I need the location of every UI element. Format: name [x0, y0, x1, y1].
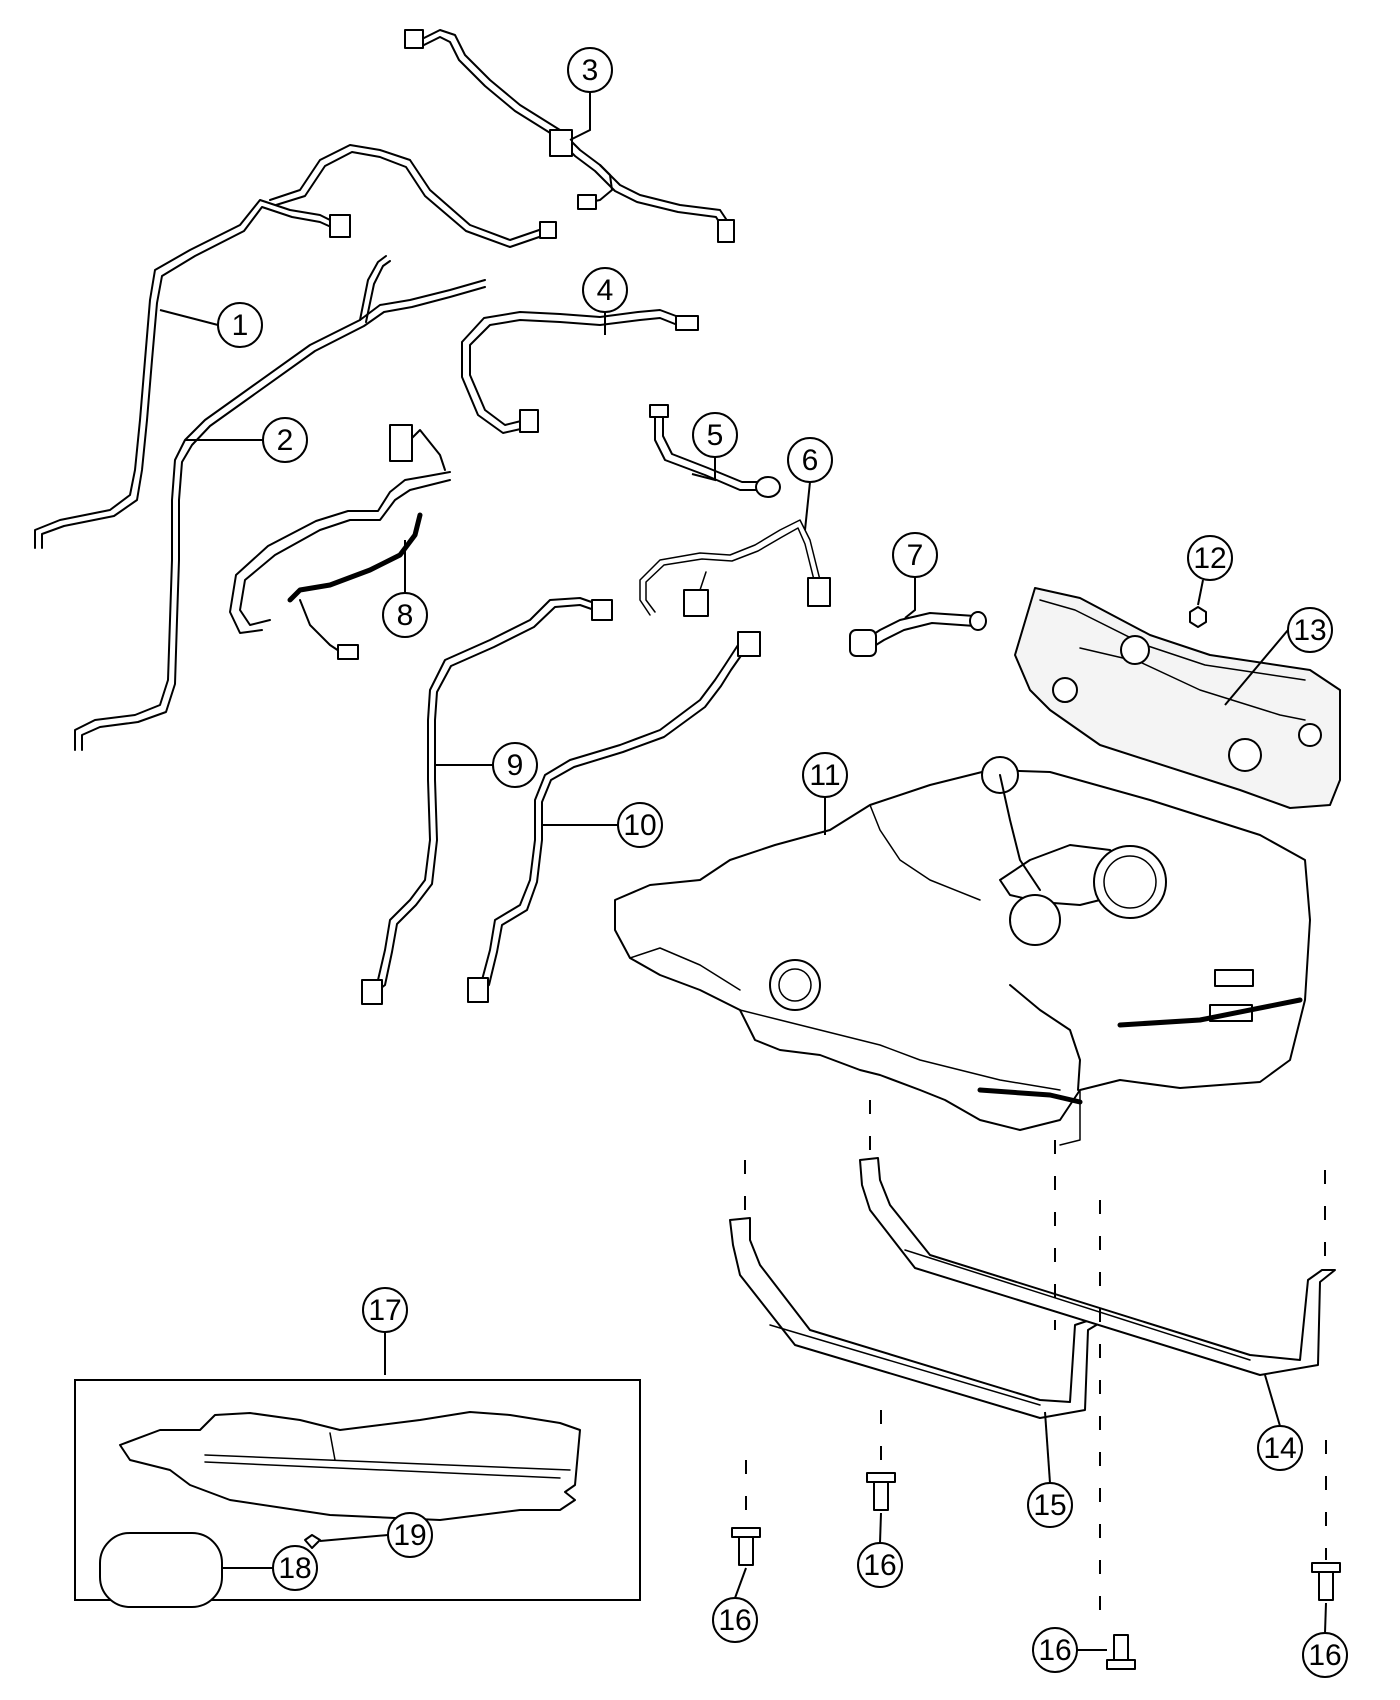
callout-circle [582, 267, 628, 313]
callout-leader [1324, 1602, 1327, 1634]
callout-number: 6 [802, 444, 819, 477]
callout-11: 11 [802, 752, 848, 835]
callout-leader [904, 577, 916, 619]
callout-circle [362, 1287, 408, 1333]
callout-circle [1287, 607, 1333, 653]
callout-circle [387, 1512, 433, 1558]
callout-leader [1044, 1411, 1051, 1484]
callout-circle [802, 752, 848, 798]
hose-5 [649, 404, 781, 498]
callout-number: 16 [863, 1549, 896, 1582]
callout-number: 9 [507, 749, 524, 782]
callout-leader [804, 481, 811, 531]
callout-circle [1302, 1632, 1348, 1678]
callout-number: 19 [393, 1519, 426, 1552]
heat-shield-13 [1014, 587, 1341, 809]
callout-number: 16 [1308, 1639, 1341, 1672]
callout-number: 16 [1038, 1634, 1071, 1667]
callout-number: 12 [1193, 542, 1226, 575]
detail-box-17 [74, 1379, 641, 1608]
callout-circle [1032, 1627, 1078, 1673]
callout-number: 17 [368, 1294, 401, 1327]
callout-leader [569, 92, 591, 141]
callout-14: 14 [1257, 1374, 1303, 1471]
callout-15: 15 [1027, 1411, 1073, 1528]
callout-number: 13 [1293, 614, 1326, 647]
callout-17: 17 [362, 1287, 408, 1375]
fuel-line-1 [34, 144, 557, 549]
callout-16: 16 [857, 1512, 903, 1588]
callout-number: 11 [809, 759, 840, 792]
callout-circle [217, 302, 263, 348]
callout-12: 12 [1187, 535, 1233, 606]
callout-number: 14 [1263, 1432, 1296, 1465]
tube-4 [461, 309, 699, 434]
callout-number: 7 [907, 539, 924, 572]
callout-circle [787, 437, 833, 483]
callout-number: 8 [397, 599, 414, 632]
nut-12 [1189, 606, 1207, 628]
callout-number: 15 [1033, 1489, 1066, 1522]
callout-circle [1027, 1482, 1073, 1528]
callout-leader [879, 1512, 882, 1544]
fuel-line-10 [467, 631, 761, 1003]
callout-leader [159, 309, 219, 326]
fuel-tank-11 [614, 756, 1311, 1146]
callout-2: 2 [185, 417, 308, 463]
callout-leader [1224, 629, 1289, 706]
callout-5: 5 [691, 412, 738, 482]
strap-14 [859, 1157, 1336, 1376]
callout-leader [319, 1534, 389, 1542]
callout-3: 3 [567, 47, 613, 141]
callout-circle [617, 802, 663, 848]
callout-circle [892, 532, 938, 578]
callout-circle [1257, 1425, 1303, 1471]
callout-number: 2 [277, 424, 294, 457]
callout-1: 1 [159, 302, 263, 348]
harness-3 [404, 29, 735, 243]
wire-harness-6 [639, 519, 831, 617]
callout-circle [382, 592, 428, 638]
assembly-lines [744, 1100, 1327, 1630]
callout-circle [262, 417, 308, 463]
callout-circle [712, 1597, 758, 1643]
callout-19: 19 [319, 1512, 433, 1558]
callout-4: 4 [582, 267, 628, 335]
callout-leader [1264, 1374, 1281, 1427]
callout-number: 3 [582, 54, 599, 87]
callout-leader [691, 457, 716, 482]
callout-circle [492, 742, 538, 788]
callout-13: 13 [1224, 607, 1333, 706]
callout-16: 16 [1302, 1602, 1348, 1678]
callout-16: 16 [712, 1567, 758, 1643]
callout-circle [567, 47, 613, 93]
bolts-16 [731, 1472, 1341, 1670]
callout-18: 18 [222, 1545, 318, 1591]
callout-number: 10 [623, 809, 656, 842]
fuel-line-2 [74, 255, 486, 751]
hose-7 [849, 611, 987, 657]
callout-6: 6 [787, 437, 833, 531]
callout-number: 1 [232, 309, 249, 342]
fuel-line-9 [361, 597, 613, 1005]
callout-number: 18 [278, 1552, 311, 1585]
callout-7: 7 [892, 532, 938, 619]
pigtail-8 [229, 424, 451, 660]
callout-number: 4 [597, 274, 614, 307]
callout-number: 16 [718, 1604, 751, 1637]
callout-10: 10 [541, 802, 663, 848]
callout-16: 16 [1032, 1627, 1107, 1673]
callout-circle [857, 1542, 903, 1588]
callout-8: 8 [382, 540, 428, 638]
callout-number: 5 [707, 419, 724, 452]
callout-9: 9 [435, 742, 538, 788]
callout-leader [734, 1567, 747, 1599]
callout-circle [1187, 535, 1233, 581]
callout-circle [692, 412, 738, 458]
callout-circle [272, 1545, 318, 1591]
callout-leader [1197, 579, 1204, 606]
